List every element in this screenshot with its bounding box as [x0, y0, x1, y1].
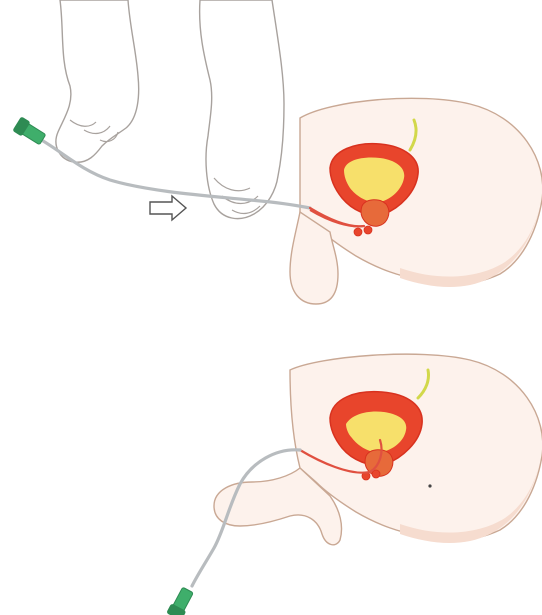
right-hand: [200, 0, 284, 219]
speck: [428, 484, 431, 487]
insertion-arrow: [150, 196, 186, 220]
gland-right-bottom: [372, 470, 380, 478]
prostate: [361, 200, 389, 227]
left-hand: [56, 0, 139, 162]
gland-left: [354, 228, 362, 236]
catheter-in-place-panel: [167, 354, 542, 615]
insertion-step-panel: [13, 0, 542, 304]
gland-right: [364, 226, 372, 234]
catheter-hub-bottom: [167, 586, 195, 615]
